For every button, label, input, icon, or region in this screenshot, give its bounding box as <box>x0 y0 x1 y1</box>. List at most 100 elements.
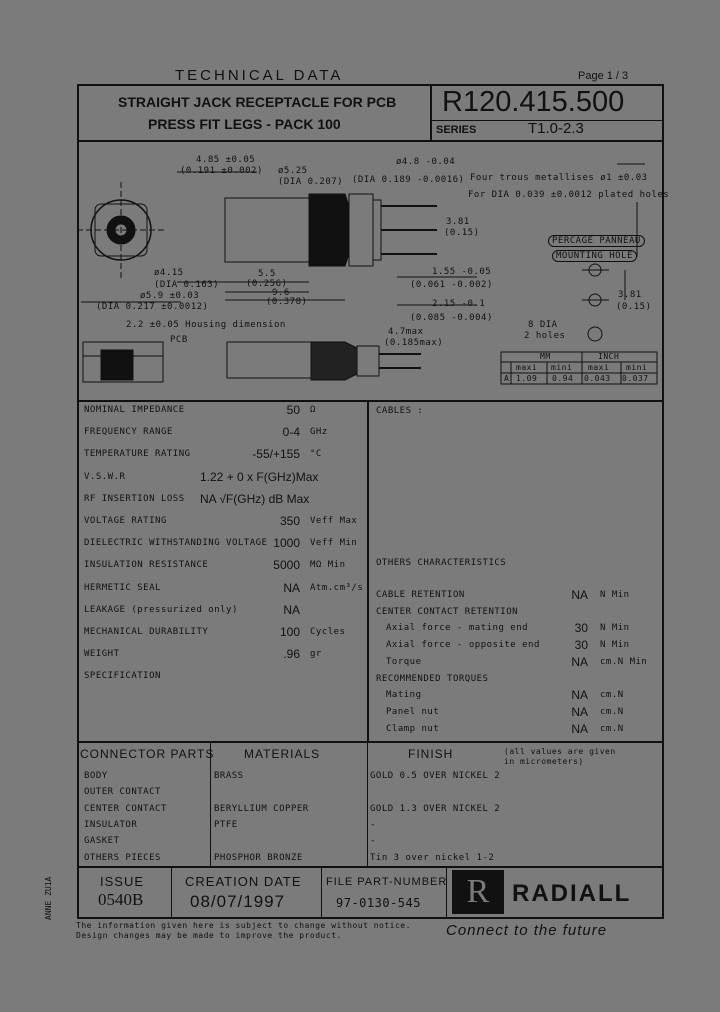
electrical-label: TEMPERATURE RATING <box>84 449 191 460</box>
dim-1: 4.85 ±0.05 <box>196 155 256 165</box>
others-label: RECOMMENDED TORQUES <box>376 673 489 684</box>
holes-sub-3: maxi <box>588 363 610 372</box>
part-name: OUTER CONTACT <box>84 787 161 798</box>
part-number: R120.415.500 <box>442 86 625 118</box>
dim-6: (DIA 0.189 -0.0016) <box>352 175 465 185</box>
electrical-value: 1000 <box>273 536 300 551</box>
dim-3: ø5.25 <box>278 166 308 176</box>
electrical-unit: Veff Min <box>310 538 358 549</box>
dim-7: Four trous metallises ø1 ±0.03 <box>470 173 648 183</box>
part-name: OTHERS PIECES <box>84 852 161 863</box>
dim-4: (DIA 0.207) <box>278 177 344 187</box>
others-unit: cm.N <box>600 723 624 734</box>
dim-20: (0.061 -0.002) <box>410 280 493 290</box>
product-title-line1: STRAIGHT JACK RECEPTACLE FOR PCB <box>118 94 397 110</box>
holes-table-frame <box>500 351 658 385</box>
file-part-value: 97-0130-545 <box>336 896 421 910</box>
series-value: T1.0-2.3 <box>528 120 584 137</box>
others-label: CENTER CONTACT RETENTION <box>376 606 519 617</box>
dim-17: ø5.9 ±0.03 <box>140 291 200 301</box>
part-name: BODY <box>84 771 108 781</box>
creation-date-value: 08/07/1997 <box>190 892 286 911</box>
electrical-value: 50 <box>286 403 300 417</box>
dim-15: 9.6 <box>272 288 290 298</box>
dim-26: (0.185max) <box>384 338 444 348</box>
others-label: Clamp nut <box>386 723 440 734</box>
dim-10: (0.15) <box>444 228 480 238</box>
holes-row-4: 0.037 <box>622 374 649 383</box>
others-unit: cm.N <box>600 690 624 701</box>
others-value: NA <box>571 654 588 669</box>
electrical-unit: Ω <box>310 405 316 415</box>
part-material: BRASS <box>214 771 244 781</box>
dim-2: (0.191 ±0.002) <box>180 166 263 176</box>
electrical-value: 1.22 + 0 x F(GHz)Max <box>200 469 319 484</box>
part-finish: GOLD 0.5 OVER NICKEL 2 <box>370 771 501 781</box>
part-finish: GOLD 1.3 OVER NICKEL 2 <box>370 803 501 814</box>
tagline: Connect to the future <box>446 922 608 939</box>
electrical-label: FREQUENCY RANGE <box>84 427 173 438</box>
dim-23: 2.2 ±0.05 Housing dimension <box>126 320 286 330</box>
radiall-logo-icon: R <box>452 870 504 914</box>
dim-5: ø4.8 -0.04 <box>396 157 456 167</box>
electrical-label: INSULATION RESISTANCE <box>84 560 209 571</box>
electrical-value: 100 <box>279 625 300 639</box>
others-unit: cm.N Min <box>600 656 648 667</box>
dim-16: (0.378) <box>266 297 308 307</box>
others-unit: N Min <box>600 590 630 600</box>
side-view-body <box>224 197 310 263</box>
page-indicator: Page 1 / 3 <box>578 70 629 82</box>
part-name: INSULATOR <box>84 819 138 830</box>
part-material: PHOSPHOR BRONZE <box>214 852 303 863</box>
electrical-value: -55/+155 <box>252 447 300 462</box>
part-name: CENTER CONTACT <box>84 803 167 814</box>
electrical-label: RF INSERTION LOSS <box>84 493 185 504</box>
others-label: Axial force - mating end <box>386 623 529 634</box>
others-label: Axial force - opposite end <box>386 640 540 651</box>
electrical-value: 0-4 <box>282 425 300 440</box>
holes-header-mm: MM <box>540 352 551 361</box>
mounting-hole-3 <box>587 326 603 342</box>
brand-name: RADIALL <box>512 880 632 907</box>
dim-13: 5.5 <box>258 269 276 279</box>
issue-label: ISSUE <box>100 874 145 889</box>
others-value: NA <box>571 704 588 719</box>
holes-row-2: 0.94 <box>552 374 574 383</box>
dim-29: 3.81 <box>618 290 642 300</box>
dim-30: (0.15) <box>616 302 652 312</box>
others-value: 30 <box>574 638 588 653</box>
dim-24: PCB <box>170 335 188 345</box>
holes-header-inch: INCH <box>598 352 620 361</box>
part-finish: - <box>370 819 376 830</box>
dim-22: (0.085 -0.004) <box>410 313 493 323</box>
electrical-value: .96 <box>283 647 300 662</box>
parts-note: (all values are given in micrometers) <box>504 747 616 766</box>
dim-21: 2.15 -0.1 <box>432 299 486 309</box>
electrical-label: HERMETIC SEAL <box>84 582 161 593</box>
holes-sub-4: mini <box>626 363 648 372</box>
others-value: 30 <box>574 621 588 636</box>
electrical-unit: Atm.cm³/s <box>310 582 364 593</box>
sheet-frame <box>77 84 664 919</box>
part-name: GASKET <box>84 836 120 847</box>
part-material: BERYLLIUM COPPER <box>214 803 309 814</box>
issue-value: 0540B <box>98 890 144 909</box>
part-finish: - <box>370 836 376 847</box>
product-title-line2: PRESS FIT LEGS - PACK 100 <box>148 116 341 132</box>
lower-body <box>226 341 312 379</box>
holes-row-1: 1.09 <box>516 374 538 383</box>
dim-25: 4.7max <box>388 327 424 337</box>
electrical-label: DIELECTRIC WITHSTANDING VOLTAGE <box>84 538 268 549</box>
electrical-unit: gr <box>310 649 322 660</box>
others-title: OTHERS CHARACTERISTICS <box>376 558 507 568</box>
others-label: Mating <box>386 690 422 701</box>
others-value: NA <box>571 588 588 602</box>
dim-32: 2 holes <box>524 331 566 341</box>
dim-14: (0.256) <box>246 279 288 289</box>
electrical-value: NA √F(GHz) dB Max <box>200 491 310 506</box>
electrical-value: 350 <box>279 514 300 528</box>
electrical-label: SPECIFICATION <box>84 671 161 682</box>
dim-31: 8 DIA <box>528 320 558 330</box>
electrical-unit: Cycles <box>310 627 346 637</box>
disclaimer-line2: Design changes may be made to improve th… <box>76 931 342 940</box>
